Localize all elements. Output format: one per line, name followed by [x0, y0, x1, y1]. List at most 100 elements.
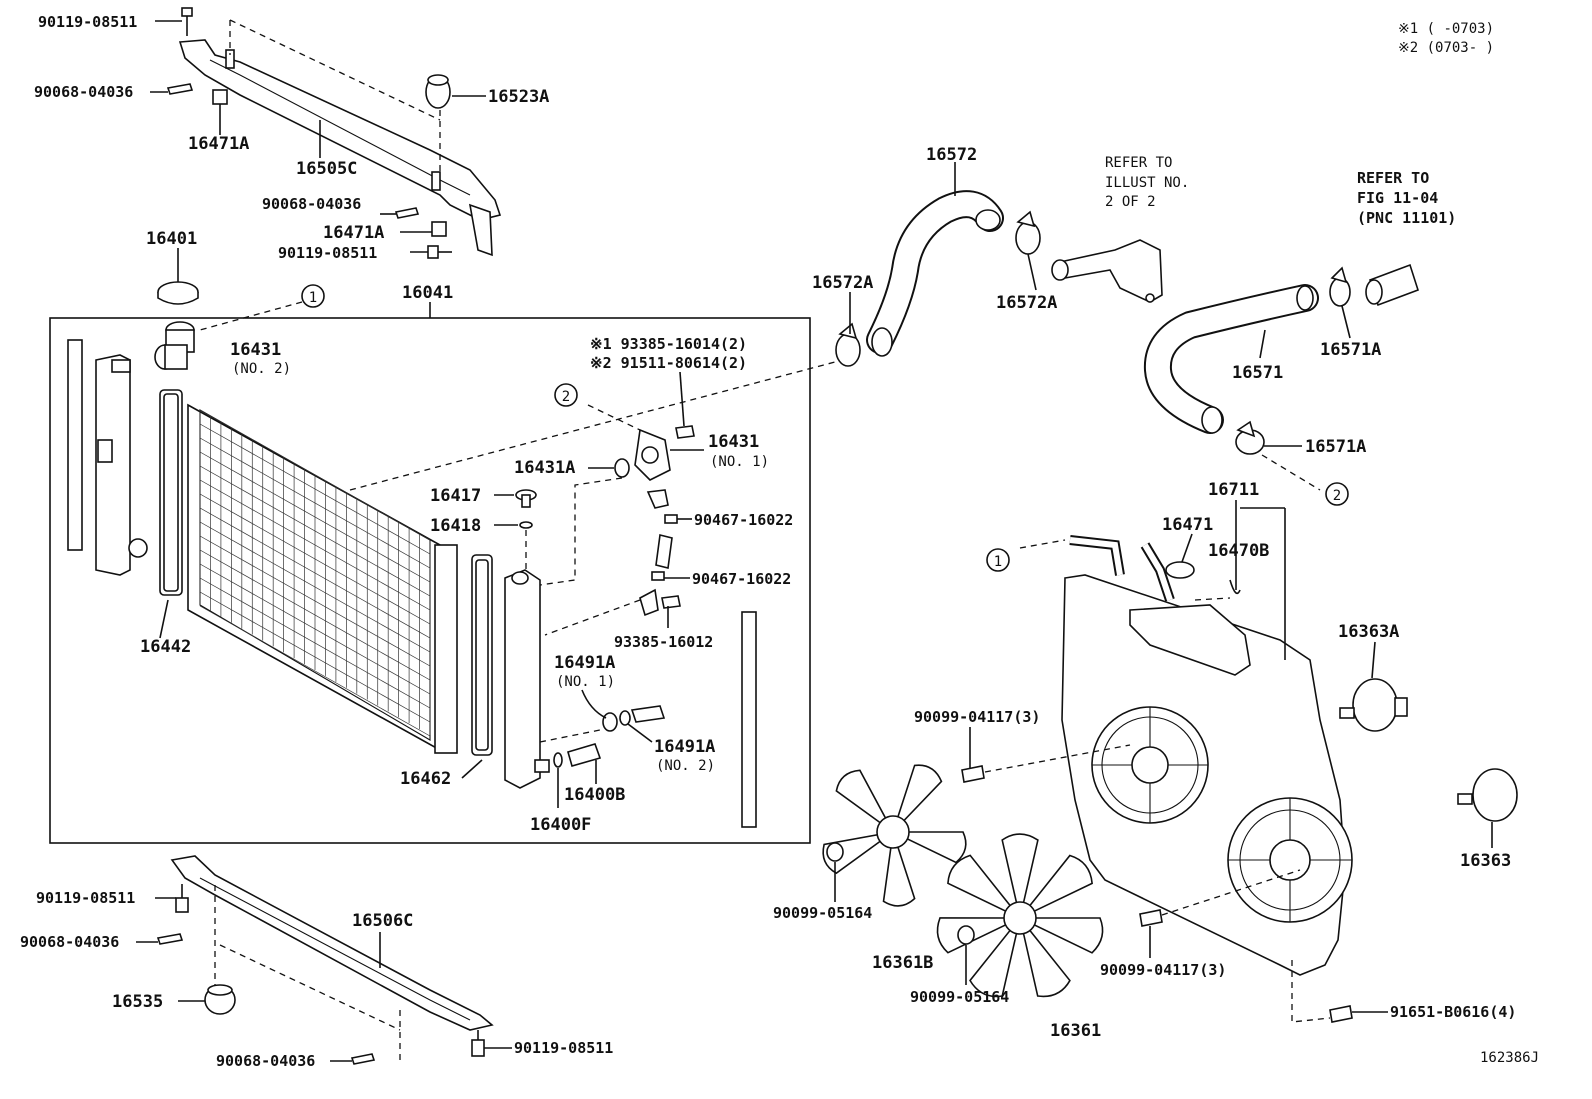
ref-circle-2-left-label: 2 [562, 389, 570, 405]
fan-blade [1001, 833, 1039, 910]
cushion-16523A [425, 74, 451, 109]
label-16491A-no1-sub: (NO. 1) [556, 674, 615, 690]
clamp-90467-16022-a [664, 514, 678, 524]
upper-radiator-support-16505C [178, 39, 502, 257]
label-16491A-no2-sub: (NO. 2) [656, 758, 715, 774]
label-16361: 16361 [1050, 1021, 1101, 1041]
inlet-16431-no1 [634, 428, 671, 481]
label-16431-no1: 16431 [708, 432, 759, 452]
ref-circle-2-right-label: 2 [1333, 488, 1341, 504]
bolt-90119-08511-top [181, 7, 193, 36]
label-90068-04036-bot: 90068-04036 [20, 933, 119, 951]
drain-plug-16417 [515, 489, 537, 508]
legend-note-2: ※2 (0703- ) [1398, 40, 1494, 56]
label-16523A: 16523A [488, 87, 549, 107]
clamp-16571A-a [1329, 266, 1351, 307]
bolt-93385-16012 [661, 595, 681, 609]
fan-blade [1025, 854, 1093, 915]
label-16417: 16417 [430, 486, 481, 506]
label-90119-08511-bot2: 90119-08511 [514, 1039, 613, 1057]
o-ring-16491A-no1 [602, 712, 618, 732]
bolt-91651-B0616 [1329, 1005, 1353, 1023]
o-ring-16400F [553, 752, 563, 768]
label-90119-08511-top: 90119-08511 [38, 13, 137, 31]
sensor-16400B [567, 743, 602, 767]
gasket-16442 [159, 389, 183, 596]
clamp-16571A-b [1235, 420, 1265, 455]
clip-16471A-top [212, 89, 228, 105]
clip-16470B [1229, 500, 1241, 595]
fan-blade [1028, 917, 1104, 954]
screw-90068-04036-top [166, 83, 194, 95]
small-hose [655, 534, 673, 569]
label-16491A-no2: 16491A [654, 737, 715, 757]
fitting-elbow [646, 489, 669, 509]
left-tank [95, 354, 148, 576]
fan-blade [882, 840, 916, 907]
label-16535: 16535 [112, 992, 163, 1012]
label-16572A-a: 16572A [812, 273, 873, 293]
engine-pipe [1365, 263, 1419, 307]
fan-blade [969, 924, 1019, 998]
side-seal [67, 339, 83, 551]
drain-cock [630, 705, 666, 723]
o-ring-16491A-no2 [619, 710, 631, 726]
label-16571A-b: 16571A [1305, 437, 1366, 457]
label-90068-04036-top: 90068-04036 [34, 83, 133, 101]
reservoir-cap-16471 [1165, 561, 1195, 579]
bolt-90119-08511-bot [175, 884, 189, 913]
label-16431-no2-sub: (NO. 2) [232, 361, 291, 377]
upper-hose-16572 [866, 190, 1004, 357]
legend-note-1: ※1 ( -0703) [1398, 21, 1494, 37]
label-90099-05164-a: 90099-05164 [773, 904, 872, 922]
label-16363: 16363 [1460, 851, 1511, 871]
refer-text-2b: FIG 11-04 [1357, 189, 1438, 207]
label-16363A: 16363A [1338, 622, 1399, 642]
label-16431A: 16431A [514, 458, 575, 478]
label-16471A-a: 16471A [188, 134, 249, 154]
gasket-16462 [471, 554, 493, 756]
ref-circle-1-right: 1 [986, 548, 1010, 572]
clip-16471A-mid [431, 221, 447, 237]
screw-90068-04036-bot2 [350, 1053, 376, 1065]
label-90467-16022-a: 90467-16022 [694, 511, 793, 529]
label-16572A-b: 16572A [996, 293, 1057, 313]
label-90099-04117-b: 90099-04117(3) [1100, 961, 1226, 979]
refer-text-1c: 2 OF 2 [1105, 194, 1156, 210]
fan-blade [895, 764, 943, 826]
label-16462: 16462 [400, 769, 451, 789]
label-16471A-b: 16471A [323, 223, 384, 243]
filler-neck-16431-no2 [154, 321, 195, 370]
refer-text-1b: ILLUST NO. [1105, 175, 1189, 191]
o-ring-16431A [614, 458, 630, 478]
nut-90099-05164-a [826, 842, 844, 862]
label-16471: 16471 [1162, 515, 1213, 535]
fan-blade [901, 831, 967, 864]
lower-radiator-support-16506C [170, 855, 494, 1031]
label-16571: 16571 [1232, 363, 1283, 383]
fan-motor-16363 [1457, 768, 1518, 822]
bolt-93385-16014 [675, 425, 695, 439]
fan-motor-16363A [1339, 678, 1408, 732]
label-90119-08511-bot: 90119-08511 [36, 889, 135, 907]
label-16431-no2: 16431 [230, 340, 281, 360]
right-tank [504, 569, 550, 789]
ref-circle-2-left: 2 [554, 383, 578, 407]
label-90119-08511-mid: 90119-08511 [278, 244, 377, 262]
label-16401: 16401 [146, 229, 197, 249]
label-16572: 16572 [926, 145, 977, 165]
label-16400F: 16400F [530, 815, 591, 835]
figure-id: 162386J [1480, 1050, 1539, 1066]
ref-circle-2-right: 2 [1325, 482, 1349, 506]
screw-90099-04117-a [961, 765, 985, 783]
label-16361B: 16361B [872, 953, 933, 973]
radiator-core [187, 403, 458, 754]
label-93385-16012: 93385-16012 [614, 633, 713, 651]
fan-16361 [936, 833, 1104, 998]
label-16431-no1-sub: (NO. 1) [710, 454, 769, 470]
o-ring-16418 [519, 521, 533, 529]
side-seal-right [741, 611, 757, 828]
lower-hose-16571 [1143, 284, 1319, 434]
label-16571A-a: 16571A [1320, 340, 1381, 360]
